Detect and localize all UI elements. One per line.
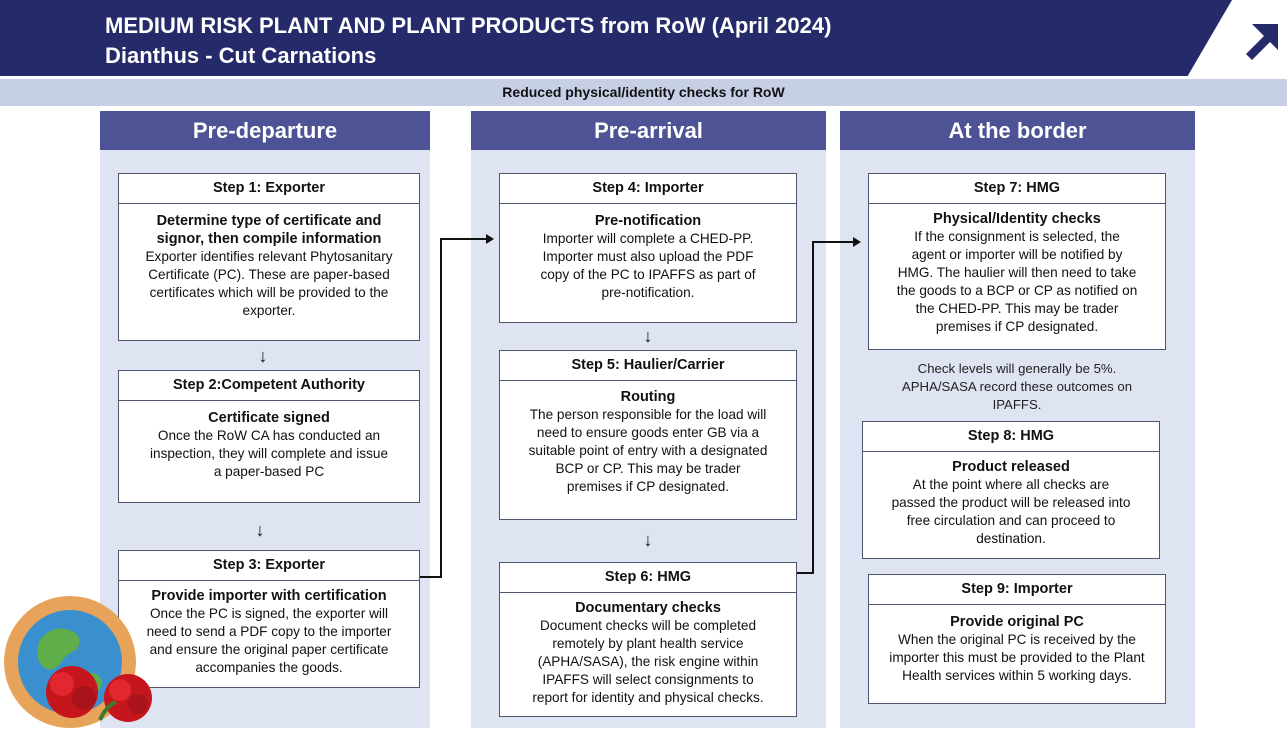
step-4-text: pre-notification. xyxy=(601,285,695,300)
step-7-box: Step 7: HMG Physical/Identity checks If … xyxy=(868,173,1166,350)
step-8-text: passed the product will be released into xyxy=(891,495,1131,510)
step-1-box: Step 1: Exporter Determine type of certi… xyxy=(118,173,420,341)
step-3-text: and ensure the original paper certificat… xyxy=(149,642,389,657)
step-9-box: Step 9: Importer Provide original PC Whe… xyxy=(868,574,1166,704)
arrow-logo-icon xyxy=(1238,14,1286,76)
step-1-subtitle: Determine type of certificate and xyxy=(156,213,382,229)
step-4-text: Importer must also upload the PDF xyxy=(542,249,754,264)
step-2-text: inspection, they will complete and issue xyxy=(149,446,389,461)
column-header-pre-departure: Pre-departure xyxy=(100,111,430,150)
step-5-text: need to ensure goods enter GB via a xyxy=(536,425,760,440)
step-3-text: accompanies the goods. xyxy=(195,660,343,675)
column-header-at-border: At the border xyxy=(840,111,1195,150)
column-header-pre-arrival: Pre-arrival xyxy=(471,111,826,150)
step-3-text: Once the PC is signed, the exporter will xyxy=(149,606,388,621)
page-title: MEDIUM RISK PLANT AND PLANT PRODUCTS fro… xyxy=(105,13,832,38)
step-7-text: the goods to a BCP or CP as notified on xyxy=(896,283,1138,298)
step-7-title: Step 7: HMG xyxy=(869,174,1165,204)
step-2-text: a paper-based PC xyxy=(213,464,325,479)
note-line: Check levels will generally be 5%. xyxy=(917,361,1117,376)
step-6-text: remotely by plant health service xyxy=(552,636,744,651)
subtitle-bar: Reduced physical/identity checks for RoW xyxy=(0,79,1287,106)
step-1-title: Step 1: Exporter xyxy=(119,174,419,204)
step-7-text: If the consignment is selected, the xyxy=(914,229,1120,244)
step-1-text: certificates which will be provided to t… xyxy=(149,285,389,300)
step-9-text: When the original PC is received by the xyxy=(897,632,1136,647)
step-6-text: report for identity and physical checks. xyxy=(532,690,764,705)
step-9-text: importer this must be provided to the Pl… xyxy=(889,650,1145,665)
step-7-text: premises if CP designated. xyxy=(935,319,1099,334)
step-8-title: Step 8: HMG xyxy=(863,422,1159,452)
step-6-text: IPAFFS will select consignments to xyxy=(542,672,754,687)
check-levels-note: Check levels will generally be 5%. APHA/… xyxy=(868,360,1166,414)
carnation-flower-icon xyxy=(46,666,152,722)
step-4-box: Step 4: Importer Pre-notification Import… xyxy=(499,173,797,323)
step-7-text: the CHED-PP. This may be trader xyxy=(915,301,1119,316)
step-4-text: Importer will complete a CHED-PP. xyxy=(542,231,754,246)
step-1-subtitle-2: signor, then compile information xyxy=(156,231,382,247)
step-5-box: Step 5: Haulier/Carrier Routing The pers… xyxy=(499,350,797,520)
step-3-text: need to send a PDF copy to the importer xyxy=(146,624,392,639)
step-9-title: Step 9: Importer xyxy=(869,575,1165,605)
step-8-text: destination. xyxy=(976,531,1046,546)
title-banner xyxy=(0,0,1232,76)
down-arrow-icon: ↓ xyxy=(258,346,268,366)
down-arrow-icon: ↓ xyxy=(643,530,653,550)
note-line: APHA/SASA record these outcomes on xyxy=(901,379,1133,394)
note-line: IPAFFS. xyxy=(992,397,1042,412)
step-5-title: Step 5: Haulier/Carrier xyxy=(500,351,796,381)
page-subtitle: Dianthus - Cut Carnations xyxy=(105,43,377,68)
step-2-text: Once the RoW CA has conducted an xyxy=(157,428,381,443)
step-8-text: At the point where all checks are xyxy=(912,477,1110,492)
step-8-text: free circulation and can proceed to xyxy=(906,513,1116,528)
step-2-box: Step 2:Competent Authority Certificate s… xyxy=(118,370,420,503)
step-3-box: Step 3: Exporter Provide importer with c… xyxy=(118,550,420,688)
step-7-text: HMG. The haulier will then need to take xyxy=(897,265,1137,280)
step-1-text: Certificate (PC). These are paper-based xyxy=(148,267,390,282)
step-6-title: Step 6: HMG xyxy=(500,563,796,593)
down-arrow-icon: ↓ xyxy=(643,326,653,346)
step-1-text: exporter. xyxy=(242,303,296,318)
step-7-subtitle: Physical/Identity checks xyxy=(933,211,1101,227)
step-5-text: BCP or CP. This may be trader xyxy=(555,461,741,476)
step-5-text: premises if CP designated. xyxy=(566,479,730,494)
step-6-subtitle: Documentary checks xyxy=(575,600,721,616)
down-arrow-icon: ↓ xyxy=(255,520,265,540)
step-5-subtitle: Routing xyxy=(620,389,676,405)
step-2-subtitle: Certificate signed xyxy=(208,410,330,426)
step-4-text: copy of the PC to IPAFFS as part of xyxy=(540,267,756,282)
step-9-subtitle: Provide original PC xyxy=(950,614,1084,630)
step-3-title: Step 3: Exporter xyxy=(119,551,419,581)
step-6-text: Document checks will be completed xyxy=(539,618,757,633)
step-1-text: Exporter identifies relevant Phytosanita… xyxy=(145,249,393,264)
step-3-subtitle: Provide importer with certification xyxy=(151,588,387,604)
step-6-text: (APHA/SASA), the risk engine within xyxy=(537,654,759,669)
step-2-title: Step 2:Competent Authority xyxy=(119,371,419,401)
step-9-text: Health services within 5 working days. xyxy=(902,668,1132,683)
step-7-text: agent or importer will be notified by xyxy=(911,247,1123,262)
globe-carnation-decoration xyxy=(0,590,170,728)
step-6-box: Step 6: HMG Documentary checks Document … xyxy=(499,562,797,717)
step-5-text: suitable point of entry with a designate… xyxy=(528,443,768,458)
step-8-subtitle: Product released xyxy=(952,459,1070,475)
step-5-text: The person responsible for the load will xyxy=(529,407,767,422)
step-4-subtitle: Pre-notification xyxy=(594,213,702,229)
step-4-title: Step 4: Importer xyxy=(500,174,796,204)
step-8-box: Step 8: HMG Product released At the poin… xyxy=(862,421,1160,559)
